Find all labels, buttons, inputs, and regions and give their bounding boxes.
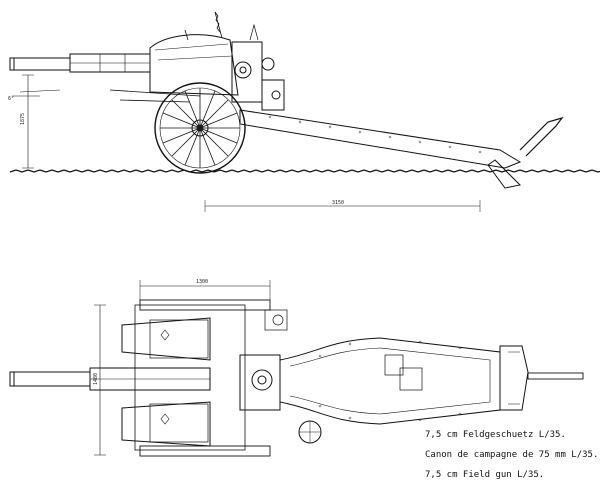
height-dimension-label: 1875	[20, 113, 26, 125]
wheel-side	[154, 82, 246, 174]
trail-frame-plan	[279, 337, 501, 425]
trail-side	[239, 109, 564, 189]
caption-german: 7,5 cm Feldgeschuetz L/35.	[425, 430, 566, 440]
length-dimension-label: 3150	[332, 200, 344, 206]
axle-plan	[134, 304, 246, 451]
spade-plan	[499, 345, 584, 411]
barrel-side	[9, 53, 151, 73]
caption-english: 7,5 cm Field gun L/35.	[425, 470, 545, 480]
caption-french: Canon de campagne de 75 mm L/35.	[425, 450, 599, 460]
ground-line	[9, 169, 600, 173]
shield-side	[149, 11, 239, 96]
wheel-plan-top	[139, 299, 271, 311]
width-dimension-label: 1480	[93, 373, 99, 385]
barrel-plan	[9, 367, 211, 391]
carriage-body-plan	[239, 309, 322, 444]
upper-seat-box	[121, 317, 211, 361]
angle-mark-label: 6°	[8, 96, 14, 102]
plan-view	[9, 280, 584, 457]
side-elevation-view	[9, 11, 600, 212]
breech-mechanism-side	[231, 23, 285, 111]
wheel-plan-bottom	[139, 445, 271, 457]
track-dimension-label: 1300	[196, 279, 208, 285]
